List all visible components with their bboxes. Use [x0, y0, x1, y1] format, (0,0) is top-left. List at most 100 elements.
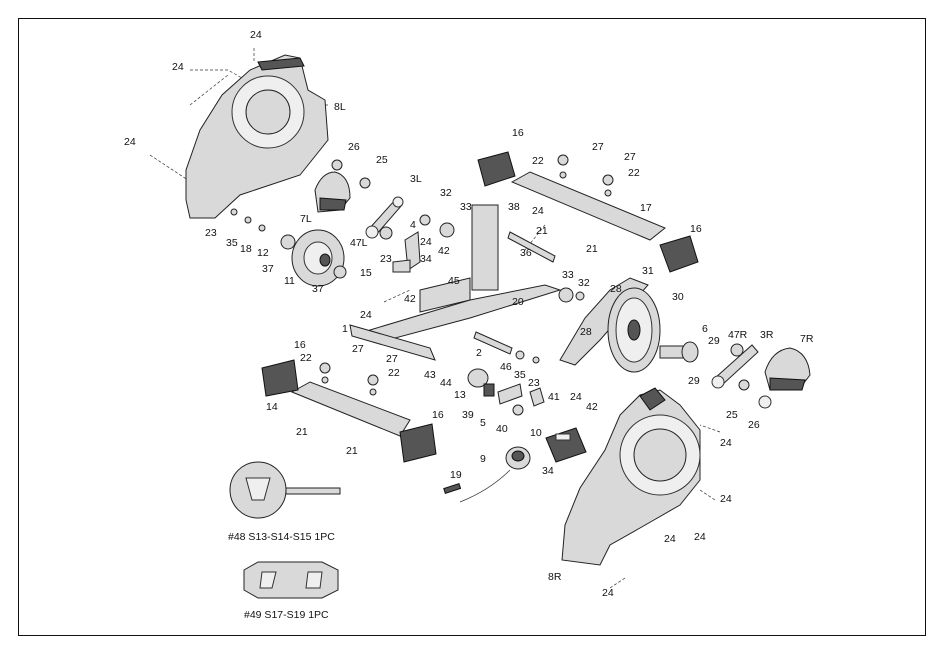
- callout-label: 26: [748, 419, 760, 431]
- rear-stabilizer-14: [290, 381, 411, 437]
- callout-label: 42: [438, 245, 450, 257]
- callout-label: 24: [420, 236, 432, 248]
- right-pedal-7R: [764, 347, 811, 391]
- callout-label: 30: [672, 291, 684, 303]
- callout-label: 10: [530, 427, 542, 439]
- callout-label: 46: [500, 361, 512, 373]
- flywheel-11: [291, 229, 345, 287]
- tool-49-wrench: [243, 561, 339, 599]
- tool-49-caption: #49 S17-S19 1PC: [244, 609, 329, 621]
- tension-assembly-13: [467, 368, 545, 407]
- callout-label: 24: [720, 437, 732, 449]
- callout-label: 22: [532, 155, 544, 167]
- callout-label: 21: [346, 445, 358, 457]
- tool-48-caption: #48 S13-S14-S15 1PC: [228, 531, 335, 543]
- callout-label: 6: [702, 323, 708, 335]
- callout-label: 15: [360, 267, 372, 279]
- callout-label: 8R: [548, 571, 562, 583]
- left-housing-8L: [185, 54, 329, 219]
- callout-label: 16: [432, 409, 444, 421]
- leader-lines: [149, 48, 721, 589]
- left-pedal-7L: [314, 171, 351, 213]
- callout-label: 28: [610, 283, 622, 295]
- callout-label: 28: [580, 326, 592, 338]
- callout-label: 17: [640, 202, 652, 214]
- callout-label: 34: [420, 253, 432, 265]
- callout-label: 29: [688, 375, 700, 387]
- callout-label: 23: [528, 377, 540, 389]
- callout-label: 27: [386, 353, 398, 365]
- callout-label: 12: [257, 247, 269, 259]
- callout-label: 4: [410, 219, 416, 231]
- callout-label: 21: [586, 243, 598, 255]
- callout-label: 27: [624, 151, 636, 163]
- callout-label: 44: [440, 377, 452, 389]
- tension-knob-9: [443, 446, 531, 503]
- callout-label: 24: [694, 531, 706, 543]
- callout-label: 3R: [760, 329, 774, 341]
- callout-label: 13: [454, 389, 466, 401]
- callout-label: 40: [496, 423, 508, 435]
- end-cap-16-bottom: [261, 359, 437, 463]
- callout-label: 22: [300, 352, 312, 364]
- callout-label: 27: [592, 141, 604, 153]
- callout-label: 24: [570, 391, 582, 403]
- callout-label: 27: [352, 343, 364, 355]
- callout-label: 25: [376, 154, 388, 166]
- callout-label: 24: [602, 587, 614, 599]
- callout-label: 3L: [410, 173, 422, 185]
- callout-label: 21: [536, 225, 548, 237]
- callout-label: 7L: [300, 213, 312, 225]
- bracket-4: [392, 231, 421, 273]
- main-frame-1: [349, 204, 562, 361]
- callout-label: 42: [404, 293, 416, 305]
- callout-label: 24: [532, 205, 544, 217]
- callout-label: 47L: [350, 237, 368, 249]
- diagram-border: [18, 18, 926, 636]
- callout-label: 47R: [728, 329, 748, 341]
- callout-label: 24: [664, 533, 676, 545]
- callout-label: 11: [284, 275, 295, 287]
- callout-label: 37: [312, 283, 324, 295]
- callout-label: 24: [360, 309, 372, 321]
- callout-label: 16: [512, 127, 524, 139]
- callout-label: 18: [240, 243, 252, 255]
- callout-label: 7R: [800, 333, 814, 345]
- callout-label: 31: [642, 265, 654, 277]
- callout-label: 16: [690, 223, 702, 235]
- crank-axle-6: [659, 341, 699, 363]
- callout-label: 9: [480, 453, 486, 465]
- callout-label: 23: [380, 253, 392, 265]
- callout-label: 22: [628, 167, 640, 179]
- callout-label: 34: [542, 465, 554, 477]
- callout-label: 25: [726, 409, 738, 421]
- callout-label: 2: [476, 347, 482, 359]
- belt-pulley-30: [607, 287, 661, 373]
- rod-36: [507, 231, 556, 263]
- callout-label: 41: [548, 391, 560, 403]
- callout-label: 38: [508, 201, 520, 213]
- callout-label: 35: [514, 369, 526, 381]
- callout-label: 37: [262, 263, 274, 275]
- callout-label: 23: [205, 227, 217, 239]
- callout-label: 1: [342, 323, 348, 335]
- callout-label: 32: [440, 187, 452, 199]
- callout-label: 5: [480, 417, 486, 429]
- callout-label: 21: [296, 426, 308, 438]
- small-hardware: [230, 154, 772, 416]
- front-stabilizer-17: [510, 171, 666, 241]
- callout-label: 24: [124, 136, 136, 148]
- left-crank-3L: [365, 196, 404, 239]
- callout-label: 8L: [334, 101, 346, 113]
- callout-label: 20: [512, 296, 524, 308]
- callout-label: 39: [462, 409, 474, 421]
- callout-label: 36: [520, 247, 532, 259]
- right-crank-3R: [711, 344, 759, 389]
- callout-label: 33: [562, 269, 574, 281]
- callout-label: 24: [720, 493, 732, 505]
- callout-label: 24: [250, 29, 262, 41]
- callout-label: 35: [226, 237, 238, 249]
- callout-label: 24: [172, 61, 184, 73]
- callout-label: 14: [266, 401, 278, 413]
